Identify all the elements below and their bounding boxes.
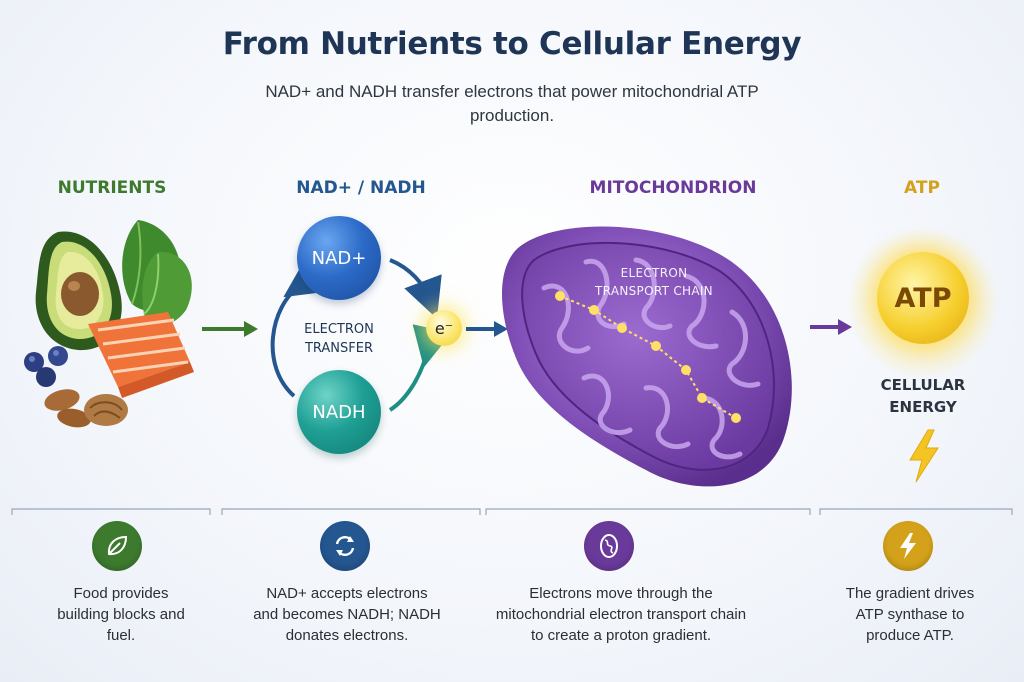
electron-arrow bbox=[466, 321, 508, 337]
mitochondrion-arrow bbox=[810, 319, 852, 335]
mitochondrion-heading: MITOCHONDRION bbox=[589, 178, 757, 198]
blueberries-icon bbox=[24, 346, 68, 387]
salmon-icon bbox=[88, 312, 194, 398]
spinach-leaves-icon bbox=[122, 220, 192, 326]
electron-transfer-label: ELECTRON TRANSFER bbox=[304, 322, 374, 356]
nuts-icon bbox=[44, 389, 128, 428]
nad-nadh-heading: NAD+ / NADH bbox=[296, 178, 426, 198]
nad-description: NAD+ accepts electrons and becomes NADH;… bbox=[253, 585, 441, 644]
electron-node: e⁻ bbox=[426, 310, 462, 346]
mitochondrion-description: Electrons move through the mitochondrial… bbox=[495, 585, 747, 644]
lightning-bolt-icon bbox=[909, 429, 939, 483]
atp-node: ATP bbox=[877, 252, 969, 344]
energy-bolt-icon bbox=[883, 521, 933, 571]
page-title: From Nutrients to Cellular Energy bbox=[222, 26, 802, 62]
mitochondrion-icon bbox=[584, 521, 634, 571]
electron-chain bbox=[555, 291, 741, 423]
nutrients-arrow bbox=[202, 321, 258, 337]
page-subtitle: NAD+ and NADH transfer electrons that po… bbox=[265, 82, 759, 125]
nutrients-description: Food provides building blocks and fuel. bbox=[57, 585, 185, 644]
nad-cycle-arrows bbox=[270, 258, 450, 412]
cycle-arrows-icon bbox=[320, 521, 370, 571]
atp-description: The gradient drives ATP synthase to prod… bbox=[845, 585, 975, 644]
cellular-energy-label: CELLULAR ENERGY bbox=[880, 376, 966, 416]
avocado-icon bbox=[35, 231, 122, 351]
leaf-icon bbox=[92, 521, 142, 571]
nutrients-illustration bbox=[24, 220, 194, 428]
atp-heading: ATP bbox=[904, 178, 940, 198]
section-dividers bbox=[11, 508, 1013, 515]
nutrients-heading: NUTRIENTS bbox=[57, 178, 167, 198]
electron-transport-chain-label: ELECTRON TRANSPORT CHAIN bbox=[595, 266, 713, 298]
mitochondrion-illustration bbox=[502, 226, 792, 487]
nadh-node: NADH bbox=[297, 370, 381, 454]
nad-plus-node: NAD+ bbox=[297, 216, 381, 300]
